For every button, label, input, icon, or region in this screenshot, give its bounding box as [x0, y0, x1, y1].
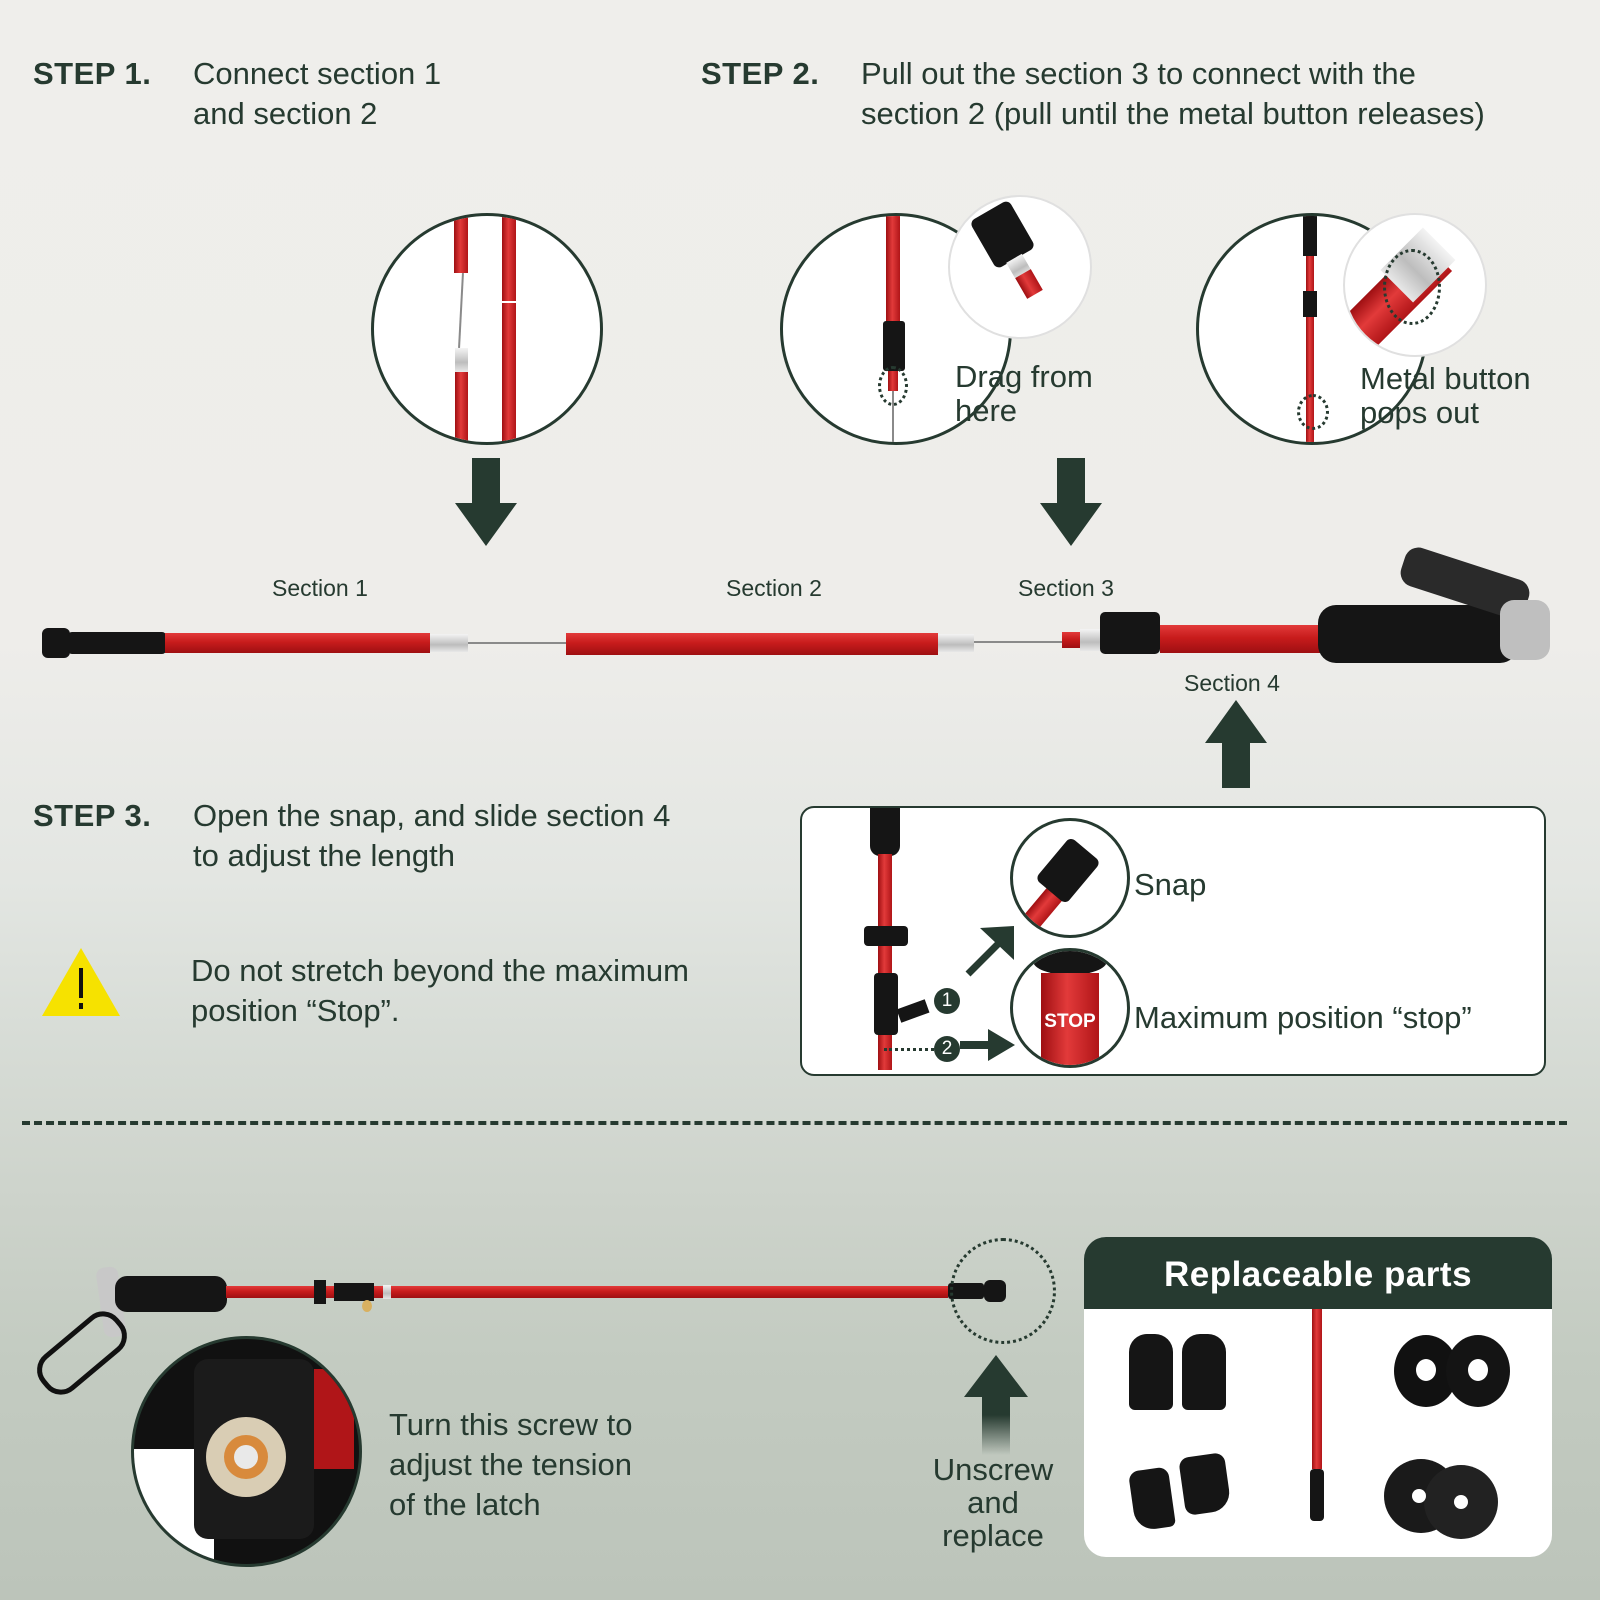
section-divider	[22, 1121, 1567, 1125]
arrow-right-icon	[960, 1029, 1015, 1061]
step2-instruction: STEP 2.	[701, 56, 819, 92]
step2-drag-zoom-circle	[948, 195, 1092, 339]
step3-detail-panel: 1 2 Snap STOP Maximum position “stop”	[800, 806, 1546, 1076]
step2-button-zoom-circle	[1343, 213, 1487, 357]
section1-label: Section 1	[272, 575, 368, 601]
step2-line2: section 2 (pull until the metal button r…	[861, 96, 1485, 131]
arrow-down-icon	[455, 458, 517, 546]
step2-heading: STEP 2.	[701, 56, 820, 91]
badge-1: 1	[934, 988, 960, 1014]
pole-tip-section-image	[1312, 1309, 1322, 1469]
arrow-diagonal-icon	[965, 926, 1014, 977]
step3-line2: to adjust the length	[193, 838, 455, 873]
step1-heading: STEP 1.	[33, 56, 152, 91]
section2-label: Section 2	[726, 575, 822, 601]
unscrew-instruction: Unscrew and replace	[932, 1452, 1054, 1553]
replaceable-parts-title: Replaceable parts	[1084, 1237, 1552, 1309]
warning-text: Do not stretch beyond the maximum positi…	[191, 953, 689, 1028]
replaceable-parts-panel: Replaceable parts	[1084, 1237, 1552, 1557]
step2-text: Pull out the section 3 to connect with t…	[861, 54, 1485, 134]
step1-instruction: STEP 1.	[33, 56, 151, 92]
snap-label: Snap	[1134, 867, 1207, 902]
warning-triangle-icon	[42, 948, 120, 1016]
stop-marking: STOP	[1044, 1011, 1096, 1032]
step1-line2: and section 2	[193, 96, 378, 131]
step3-line1: Open the snap, and slide section 4	[193, 798, 671, 833]
badge-2: 2	[934, 1036, 960, 1062]
arrow-up-icon	[1205, 700, 1267, 788]
maximum-stop-label: Maximum position “stop”	[1134, 1000, 1472, 1035]
snap-detail-circle	[1010, 818, 1130, 938]
tip-highlight-ring	[950, 1238, 1056, 1344]
section4-label: Section 4	[1184, 670, 1280, 696]
step1-detail-circle	[371, 213, 603, 445]
stop-detail-circle: STOP	[1010, 948, 1130, 1068]
step1-text: Connect section 1 and section 2	[193, 54, 441, 134]
arrow-up-icon	[964, 1355, 1028, 1455]
step3-heading: STEP 3.	[33, 798, 152, 833]
step3-text: Open the snap, and slide section 4 to ad…	[193, 796, 670, 876]
drag-from-here-callout: Drag from here	[955, 359, 1093, 428]
screw-detail-circle	[131, 1336, 362, 1567]
step2-line1: Pull out the section 3 to connect with t…	[861, 56, 1416, 91]
step3-instruction: STEP 3.	[33, 798, 151, 834]
screw-instruction: Turn this screw to adjust the tension of…	[389, 1407, 633, 1522]
arrow-down-icon	[1040, 458, 1102, 546]
section3-label: Section 3	[1018, 575, 1114, 601]
step1-line1: Connect section 1	[193, 56, 442, 91]
metal-button-callout: Metal button pops out	[1360, 361, 1531, 430]
